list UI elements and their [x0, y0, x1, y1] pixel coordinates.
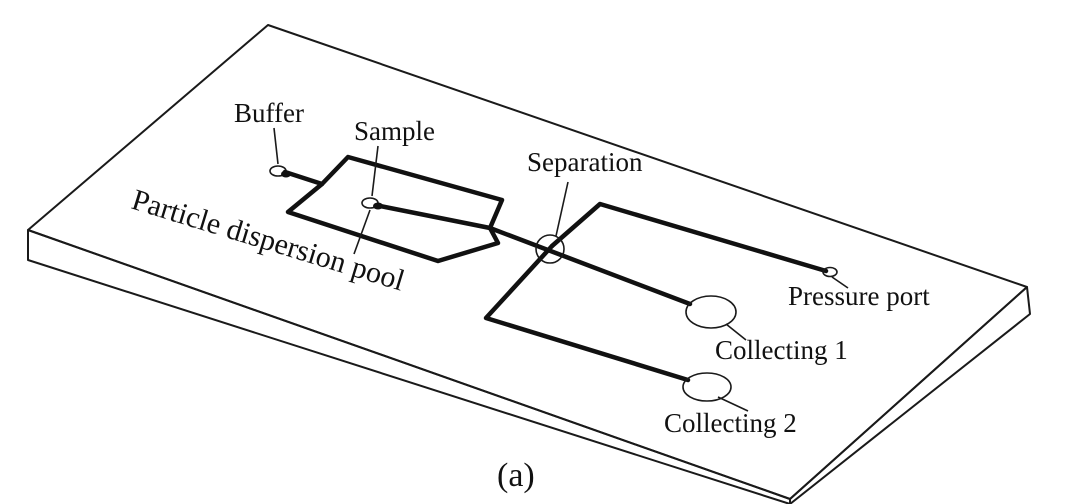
sample-reservoir-dot — [373, 202, 383, 210]
reservoirs — [269, 165, 838, 402]
chip-right-side-face — [789, 286, 1031, 504]
buffer-inlet-channel — [282, 169, 325, 187]
pressure-port-label: Pressure port — [788, 281, 930, 311]
collecting-2-branch-channel — [483, 243, 691, 383]
chip-substrate — [27, 24, 1031, 504]
leader-lines — [273, 127, 849, 412]
main-separation-channel — [487, 225, 693, 307]
labels: Buffer Sample Separation Particle disper… — [128, 98, 930, 494]
figure-caption: (a) — [497, 457, 535, 494]
pressure-branch-channel — [549, 201, 829, 274]
sample-label: Sample — [354, 116, 435, 146]
particle-dispersion-pool-channel — [285, 154, 505, 264]
buffer-reservoir-dot — [281, 170, 291, 178]
collecting-1-reservoir — [685, 295, 737, 329]
separation-label: Separation — [527, 147, 643, 177]
collecting-1-leader — [725, 323, 747, 341]
pressure-port-leader — [831, 276, 849, 289]
collecting-2-reservoir — [682, 372, 732, 402]
sample-leader — [371, 145, 379, 197]
buffer-leader — [273, 127, 279, 165]
chip-top-face — [27, 24, 1028, 500]
collecting-1-label: Collecting 1 — [715, 335, 848, 365]
buffer-label: Buffer — [234, 98, 304, 128]
chip-left-side-face — [27, 229, 791, 504]
collecting-2-label: Collecting 2 — [664, 408, 797, 438]
pool-leader — [353, 209, 371, 255]
separation-zone-circle — [535, 234, 565, 264]
collecting-2-leader — [717, 396, 749, 412]
separation-leader — [555, 181, 569, 237]
sample-channel — [377, 203, 493, 231]
pressure-port-reservoir — [822, 266, 838, 278]
channel-network — [282, 154, 829, 383]
